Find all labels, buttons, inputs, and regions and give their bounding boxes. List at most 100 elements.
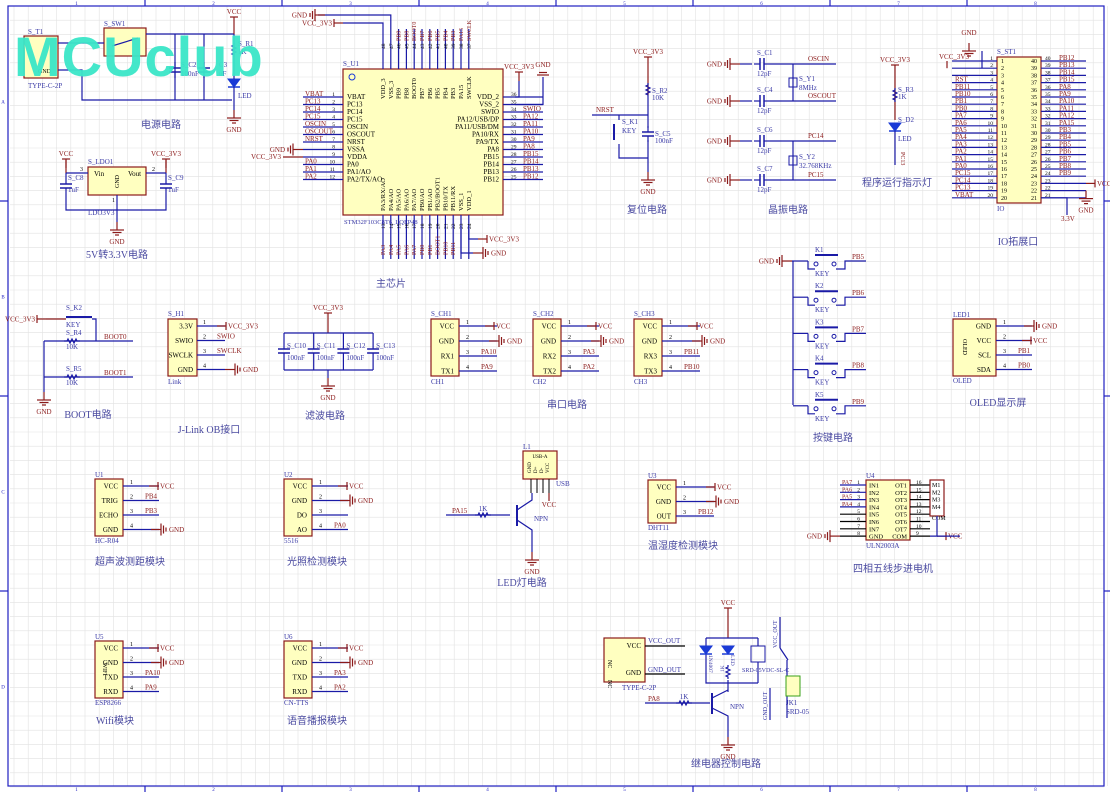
component-part: 1N4007	[707, 655, 713, 673]
net-label: PA11	[523, 120, 539, 128]
pin-number: 5	[857, 509, 860, 515]
net-label: PA11	[1059, 104, 1075, 112]
component-part: HC-R04	[95, 537, 119, 545]
net-label: PA3	[583, 348, 595, 356]
net-label: PB13	[523, 165, 539, 173]
pin-number: 5	[332, 122, 335, 128]
power-label: VCC_3V3	[151, 150, 181, 158]
relay-circuit: NCNCVCCGNDTYPE-C-2PVCC_OUTGND_OUTVCC1N40…	[603, 599, 809, 770]
pin-number: 8	[990, 106, 993, 112]
pin-number: 37	[467, 43, 473, 49]
pin-name: 34	[1031, 102, 1037, 108]
pin-name: VSS_1	[458, 193, 465, 211]
pin-name: D+	[534, 466, 539, 473]
pin-name: VCC	[293, 483, 308, 491]
pin-number: 3	[466, 350, 469, 356]
component-designator: S_R5	[66, 365, 82, 373]
pin-name: VSS_3	[388, 81, 395, 99]
pin-name: OT4	[895, 504, 908, 511]
power-label: VCC_3V3	[313, 304, 343, 312]
ground-label: GND	[609, 338, 624, 346]
net-label: SWIO	[217, 333, 235, 341]
pin-number: 31	[1045, 121, 1051, 127]
component-value: 100nF	[655, 137, 673, 145]
ground-symbol: GND	[151, 523, 184, 536]
pin-name: PB11/RX	[450, 186, 457, 211]
component-designator: K5	[815, 391, 824, 399]
pin-name: 15	[1001, 160, 1007, 166]
net-label: PA3	[955, 140, 967, 148]
diode-triangle	[721, 645, 735, 655]
component-part: NPN	[534, 515, 548, 523]
pin-number: 4	[319, 524, 322, 530]
component-designator: S_C2	[181, 61, 197, 69]
net-label: PB7	[420, 31, 426, 41]
net-label: VBAT	[955, 191, 974, 199]
key-circuit: GNDK1KEYPB5K2KEYPB6K3KEYPB7K4KEYPB8K5KEY…	[759, 246, 866, 444]
pin-name: PB0/AO	[419, 188, 426, 211]
pin-name: OUT	[657, 513, 672, 521]
frame-column-label: 3	[349, 2, 352, 7]
pin-number: 25	[511, 175, 517, 181]
power-label: VCC	[160, 645, 175, 653]
pin-name: 26	[1031, 160, 1037, 166]
pin-number: 18	[420, 223, 426, 229]
wire	[618, 144, 648, 159]
pin-name: IN2	[869, 490, 879, 497]
pin-number: 2	[683, 496, 686, 502]
pin-number: 17	[988, 171, 994, 177]
pin-name: 30	[1031, 131, 1037, 137]
power-label: VCC	[699, 323, 714, 331]
component-part: OLED	[953, 377, 972, 385]
pin-name: 23	[1031, 181, 1037, 187]
component-designator: C3	[219, 61, 228, 69]
pin-number: 2	[319, 657, 322, 663]
frame-column-label: 2	[212, 2, 215, 7]
oled-title: OLED显示屏	[970, 397, 1027, 409]
pin-number: 24	[467, 223, 473, 229]
component-designator: S_H1	[168, 310, 184, 318]
pin-number: 7	[990, 99, 993, 105]
resistor	[644, 83, 652, 97]
uart-connector	[532, 318, 562, 377]
power-label: VCC	[598, 323, 613, 331]
ground-symbol: GND	[692, 335, 725, 347]
pin-name: GND	[103, 526, 118, 534]
frame-column-label: 8	[1034, 2, 1037, 7]
pin-name: D-	[540, 467, 545, 473]
capacitor	[60, 178, 72, 194]
pin-name: 2	[1001, 66, 1004, 72]
frame-column-label: 2	[212, 788, 215, 792]
ground-label: GND	[707, 177, 722, 185]
pin-name: IN5	[869, 512, 879, 519]
component-value: 1K	[479, 505, 488, 513]
net-label: PB5	[852, 253, 865, 261]
power-port: VCC	[1086, 179, 1110, 188]
power-port: VCC	[485, 322, 511, 331]
pin-name: PB12	[483, 176, 499, 184]
power-port: VCC_3V3	[633, 48, 663, 66]
wire	[836, 405, 866, 415]
pin-number: 2	[669, 335, 672, 341]
pin-name: PA15	[458, 85, 465, 99]
pin-number: 9	[332, 152, 335, 158]
net-label: PA8	[1059, 83, 1071, 91]
net-label: PB9	[1059, 169, 1072, 177]
pin-number: 34	[1045, 99, 1051, 105]
pin-name: PB4	[442, 87, 449, 99]
ultrasonic-title: 超声波测距模块	[95, 555, 165, 568]
net-label: PA12	[523, 113, 539, 121]
ground-symbol: GND	[706, 495, 739, 508]
pin-number: 21	[1045, 193, 1051, 199]
component-designator: S_K1	[622, 118, 638, 126]
pin-name: SWCLK	[169, 352, 194, 360]
pin-number: 8	[857, 531, 860, 537]
net-label: PC15	[808, 171, 824, 179]
component-designator: S_C12	[346, 342, 366, 350]
pin-name: PA2/TX/AO	[347, 176, 382, 184]
